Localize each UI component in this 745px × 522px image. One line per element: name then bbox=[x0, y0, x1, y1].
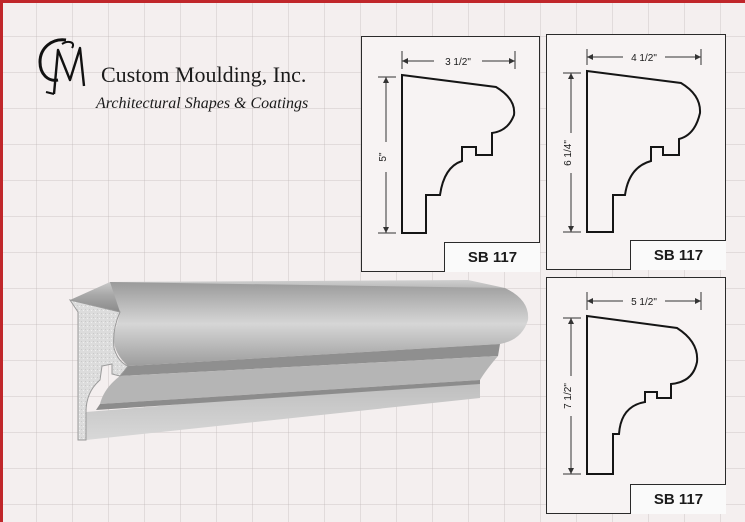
profile-panel-1: 3 1/2" 5" SB 117 bbox=[361, 36, 540, 272]
width-dimension-1: 3 1/2" bbox=[445, 57, 471, 68]
profile-label-box-2: SB 117 bbox=[630, 240, 726, 270]
render-fascia-face bbox=[86, 380, 480, 440]
profile-drawing-3: 5 1/2" 7 1/2" bbox=[563, 292, 702, 475]
moulding-profile-outline-2 bbox=[586, 69, 702, 233]
profile-drawing-1: 3 1/2" 5" bbox=[378, 51, 516, 234]
profile-label-3: SB 117 bbox=[653, 491, 704, 508]
moulding-profile-outline-1 bbox=[401, 73, 516, 234]
frame-left-border bbox=[0, 0, 3, 522]
height-dimension-3: 7 1/2" bbox=[563, 383, 574, 409]
width-dimension-2: 4 1/2" bbox=[631, 53, 657, 64]
frame-top-border bbox=[0, 0, 745, 3]
company-name: Custom Moulding, Inc. bbox=[101, 62, 307, 87]
profile-label-box-3: SB 117 bbox=[630, 484, 726, 514]
render-bullnose-face bbox=[110, 282, 529, 366]
render-notch-strip bbox=[120, 344, 500, 376]
height-dimension-2: 6 1/4" bbox=[563, 140, 574, 166]
render-end-cap bbox=[68, 299, 129, 441]
profile-panel-2: 4 1/2" 6 1/4" SB 117 bbox=[546, 34, 726, 270]
width-dimension-3: 5 1/2" bbox=[631, 297, 657, 308]
height-dimension-1: 5" bbox=[378, 152, 389, 162]
profile-panel-3: 5 1/2" 7 1/2" SB 117 bbox=[546, 277, 726, 514]
logo-monogram bbox=[38, 38, 86, 95]
profile-label-2: SB 117 bbox=[653, 247, 704, 264]
moulding-profile-outline-3 bbox=[586, 314, 699, 475]
profile-drawing-2: 4 1/2" 6 1/4" bbox=[563, 49, 702, 233]
render-fascia-edge bbox=[96, 380, 480, 410]
render-cove-face bbox=[100, 356, 498, 404]
profile-label-1: SB 117 bbox=[467, 249, 518, 266]
profile-label-box-1: SB 117 bbox=[444, 242, 540, 272]
company-tagline: Architectural Shapes & Coatings bbox=[96, 95, 309, 112]
